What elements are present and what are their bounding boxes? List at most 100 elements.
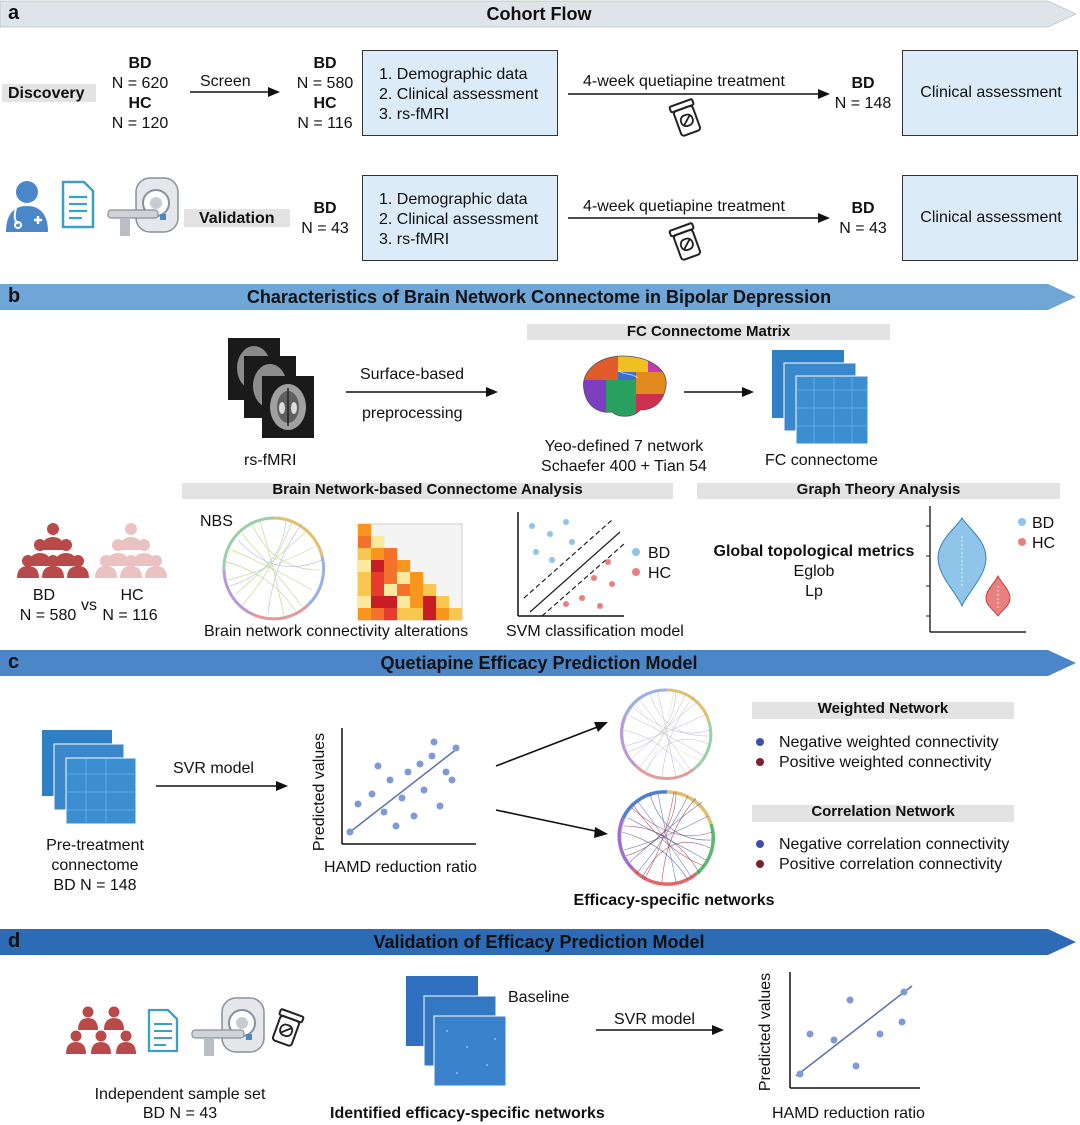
mri-scanner-icon — [107, 177, 179, 236]
schaefer-label: Schaefer 400 + Tian 54 — [541, 458, 707, 475]
heatmap-cell — [397, 572, 411, 585]
bd-group-label: BD — [32, 587, 56, 604]
weighted-title-bg — [752, 702, 1014, 719]
screen-label: Screen — [200, 73, 251, 90]
pretreatment-connectome-icon — [42, 730, 137, 825]
heatmap-cell — [436, 608, 450, 621]
pos-weighted-label: Positive weighted connectivity — [779, 754, 992, 771]
bd-group-n: N = 580 — [19, 607, 77, 624]
heatmap-cell — [358, 536, 372, 549]
panel-c-title: Quetiapine Efficacy Prediction Model — [380, 653, 698, 673]
validation-data-box: 1. Demographic data 2. Clinical assessme… — [362, 175, 558, 261]
alterations-label: Brain network connectivity alterations — [204, 623, 469, 640]
treatment-label-2: 4-week quetiapine treatment — [583, 198, 785, 215]
correlation-legend-dots — [756, 840, 764, 868]
bd-label-3: BD — [851, 75, 875, 92]
bd-label-5: BD — [851, 200, 875, 217]
heatmap-cell — [384, 608, 398, 621]
heatmap-cell — [371, 560, 385, 573]
bd-label-2: BD — [313, 55, 337, 72]
neg-correlation-label: Negative correlation connectivity — [779, 836, 1010, 853]
arrow-to-weighted — [495, 722, 608, 767]
heatmap-cell — [371, 596, 385, 609]
vs-label: vs — [81, 597, 97, 614]
panel-d-title: Validation of Efficacy Prediction Model — [373, 932, 705, 952]
hc-n-120: N = 120 — [111, 115, 169, 132]
brain-parcellation-icon — [583, 355, 667, 417]
bd-label-1: BD — [128, 55, 152, 72]
lp-label: Lp — [805, 583, 823, 600]
svr-arrow-c — [156, 781, 288, 791]
heatmap-cell — [358, 584, 372, 597]
treatment-label-1: 4-week quetiapine treatment — [583, 73, 785, 90]
svm-scatter — [517, 512, 625, 617]
independent-group-icon — [66, 1006, 136, 1054]
mri-scanner-icon-d — [191, 997, 265, 1056]
heatmap-cell — [384, 596, 398, 609]
bd-n-43-b: N = 43 — [839, 220, 887, 237]
arrow-to-correlation — [495, 809, 608, 838]
yeo-label: Yeo-defined 7 network — [544, 438, 704, 455]
panel-c-banner: c Quetiapine Efficacy Prediction Model — [0, 650, 1078, 676]
fc-connectome-matrices-icon — [772, 350, 869, 445]
violin-legend-dots — [1018, 518, 1026, 546]
bd-n-148: N = 148 — [834, 95, 892, 112]
ylabel-c: Predicted values — [311, 732, 328, 852]
preprocessing-line-2: preprocessing — [362, 405, 463, 422]
heatmap-cell — [384, 548, 398, 561]
panel-a-banner: a Cohort Flow — [0, 0, 1078, 28]
treatment-arrow-1 — [568, 89, 830, 99]
heatmap-cell — [384, 572, 398, 585]
validation-label-bg — [184, 209, 290, 227]
panel-d-banner: d Validation of Efficacy Prediction Mode… — [0, 929, 1078, 955]
pill-bottle-icon-d — [271, 1008, 305, 1047]
heatmap-cell — [449, 608, 463, 621]
fc-connectome-label: FC connectome — [765, 452, 878, 469]
weighted-legend-dots — [756, 738, 764, 766]
heatmap-cell — [358, 560, 372, 573]
hc-group-label: HC — [120, 587, 144, 604]
correlation-chord-diagram — [617, 790, 715, 886]
heatmap-cell — [384, 560, 398, 573]
identified-networks-label: Identified efficacy-specific networks — [330, 1105, 605, 1122]
heatmap-cell — [397, 596, 411, 609]
heatmap-cell — [397, 584, 411, 597]
document-icon-d — [147, 1008, 179, 1053]
screen-arrow — [190, 87, 280, 97]
hc-n-116: N = 116 — [297, 115, 353, 132]
heatmap-cell — [423, 584, 437, 597]
heatmap-cell — [371, 608, 385, 621]
efficacy-networks-label: Efficacy-specific networks — [573, 892, 775, 909]
panel-c-letter: c — [8, 651, 20, 673]
pill-bottle-icon-2 — [668, 222, 702, 261]
heatmap-cell — [358, 548, 372, 561]
rsfmri-label: rs-fMRI — [244, 452, 297, 469]
hc-group-icon — [95, 523, 167, 578]
heatmap-cell — [410, 584, 424, 597]
item-demographic: 1. Demographic data — [379, 66, 528, 83]
baseline-label: Baseline — [508, 989, 570, 1006]
bd-n-580: N = 580 — [296, 75, 354, 92]
fc-arrow — [684, 387, 754, 397]
heatmap-cell — [358, 596, 372, 609]
heatmap-cell — [423, 596, 437, 609]
mri-slices-icon — [228, 338, 314, 438]
bn-analysis-title: Brain Network-based Connectome Analysis — [272, 481, 583, 498]
violin-legend-bd: BD — [1032, 515, 1055, 532]
panel-a-title: Cohort Flow — [486, 4, 592, 24]
pretreatment-line-2: connectome — [51, 857, 139, 874]
heatmap-cell — [410, 596, 424, 609]
weighted-chord-diagram — [619, 688, 713, 780]
item-rsfmri-2: 3. rs-fMRI — [379, 231, 450, 248]
item-clinical-2: 2. Clinical assessment — [379, 211, 539, 228]
preprocessing-arrow — [346, 387, 498, 397]
hc-group-n: N = 116 — [102, 607, 158, 624]
pretreatment-line-3: BD N = 148 — [53, 877, 137, 894]
global-metrics-label: Global topological metrics — [713, 543, 915, 560]
treatment-arrow-2 — [568, 213, 830, 223]
svm-legend-dots — [632, 548, 640, 576]
eglob-label: Eglob — [793, 563, 835, 580]
heatmap-cell — [436, 596, 450, 609]
bn-analysis-title-bg — [182, 483, 673, 499]
independent-n-label: BD N = 43 — [142, 1105, 218, 1122]
